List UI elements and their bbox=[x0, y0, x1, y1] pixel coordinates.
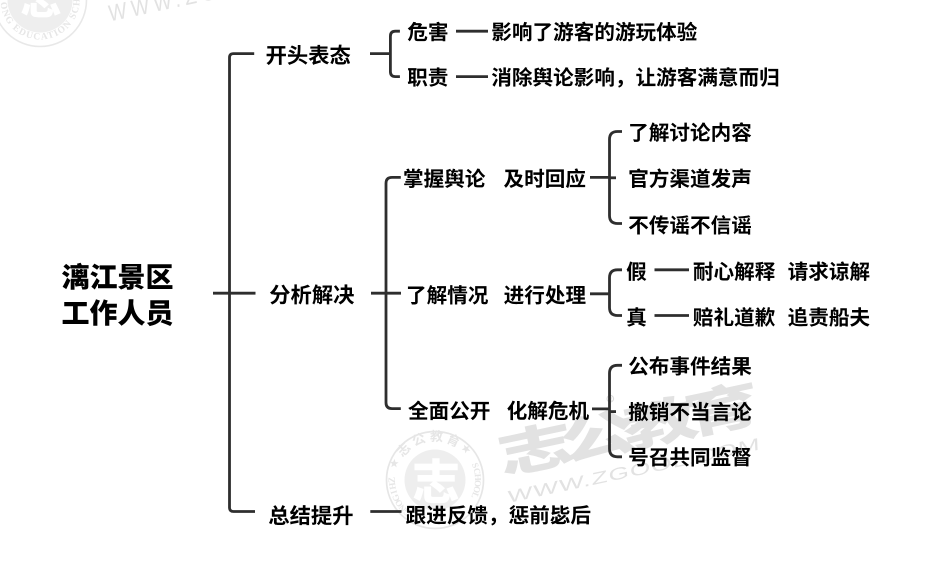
svg-text:G: G bbox=[390, 493, 402, 504]
svg-text:I: I bbox=[388, 489, 399, 496]
svg-text:O: O bbox=[473, 480, 484, 488]
svg-text:O: O bbox=[471, 485, 482, 494]
svg-text:H: H bbox=[387, 482, 398, 490]
svg-text:L: L bbox=[469, 491, 480, 500]
svg-text:O: O bbox=[393, 498, 405, 509]
svg-text:S: S bbox=[470, 461, 481, 469]
svg-text:H: H bbox=[473, 473, 483, 481]
svg-text:N: N bbox=[396, 502, 408, 514]
svg-text:Z: Z bbox=[387, 477, 397, 483]
svg-text:G: G bbox=[401, 506, 413, 518]
svg-text:C: C bbox=[472, 467, 483, 475]
